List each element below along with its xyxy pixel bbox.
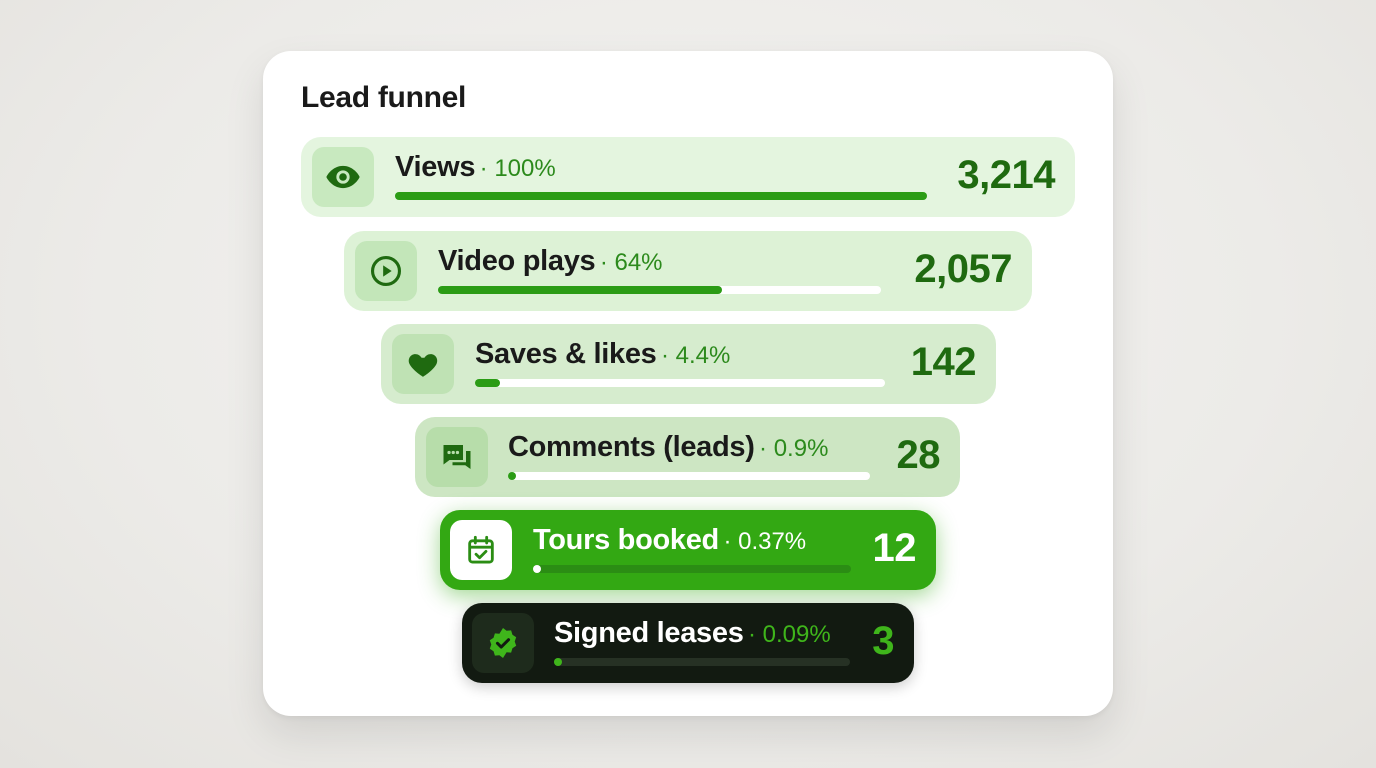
chat-bubbles-icon [426,427,488,487]
play-circle-icon [355,241,417,301]
stage-label: Views [395,151,476,183]
stage-count: 3,214 [957,153,1055,197]
stage-count: 12 [872,526,917,570]
verified-badge-icon [472,613,534,673]
stage-percent: · 0.9% [759,435,829,462]
stage-count: 28 [896,433,941,477]
progress-fill [554,658,562,666]
progress-fill [438,286,722,294]
progress-bar [533,565,851,573]
stage-percent: · 64% [599,249,663,276]
stage-percent: · 100% [479,155,556,182]
stage-percent: · 0.37% [723,528,807,555]
stage-percent: · 4.4% [660,342,731,369]
funnel-row-signed-leases[interactable]: Signed leases · 0.09% 3 [462,603,914,683]
progress-bar [475,379,885,387]
progress-fill [508,472,516,480]
stage-label: Tours booked [533,524,719,556]
card-title: Lead funnel [301,81,467,114]
stage-count: 3 [872,619,894,663]
progress-fill [395,192,927,200]
calendar-check-icon [450,520,512,580]
funnel-row-video-plays[interactable]: Video plays · 64% 2,057 [344,231,1032,311]
progress-bar [554,658,850,666]
stage-label: Signed leases [554,617,744,649]
progress-fill [475,379,500,387]
stage-label: Saves & likes [475,338,657,370]
stage-label: Comments (leads) [508,431,755,463]
funnel-row-comments[interactable]: Comments (leads) · 0.9% 28 [415,417,960,497]
heart-icon [392,334,454,394]
progress-bar [508,472,870,480]
progress-bar [395,192,927,200]
progress-bar [438,286,881,294]
stage-count: 2,057 [914,247,1012,291]
lead-funnel-card: Lead funnel Views · 100% 3,214 Video pla… [263,51,1113,716]
progress-fill [533,565,541,573]
eye-icon [312,147,374,207]
stage-count: 142 [910,340,977,384]
stage-label: Video plays [438,245,596,277]
funnel-row-tours-booked[interactable]: Tours booked · 0.37% 12 [440,510,936,590]
funnel-row-saves-likes[interactable]: Saves & likes · 4.4% 142 [381,324,996,404]
funnel-row-views[interactable]: Views · 100% 3,214 [301,137,1075,217]
stage-percent: · 0.09% [747,621,831,648]
